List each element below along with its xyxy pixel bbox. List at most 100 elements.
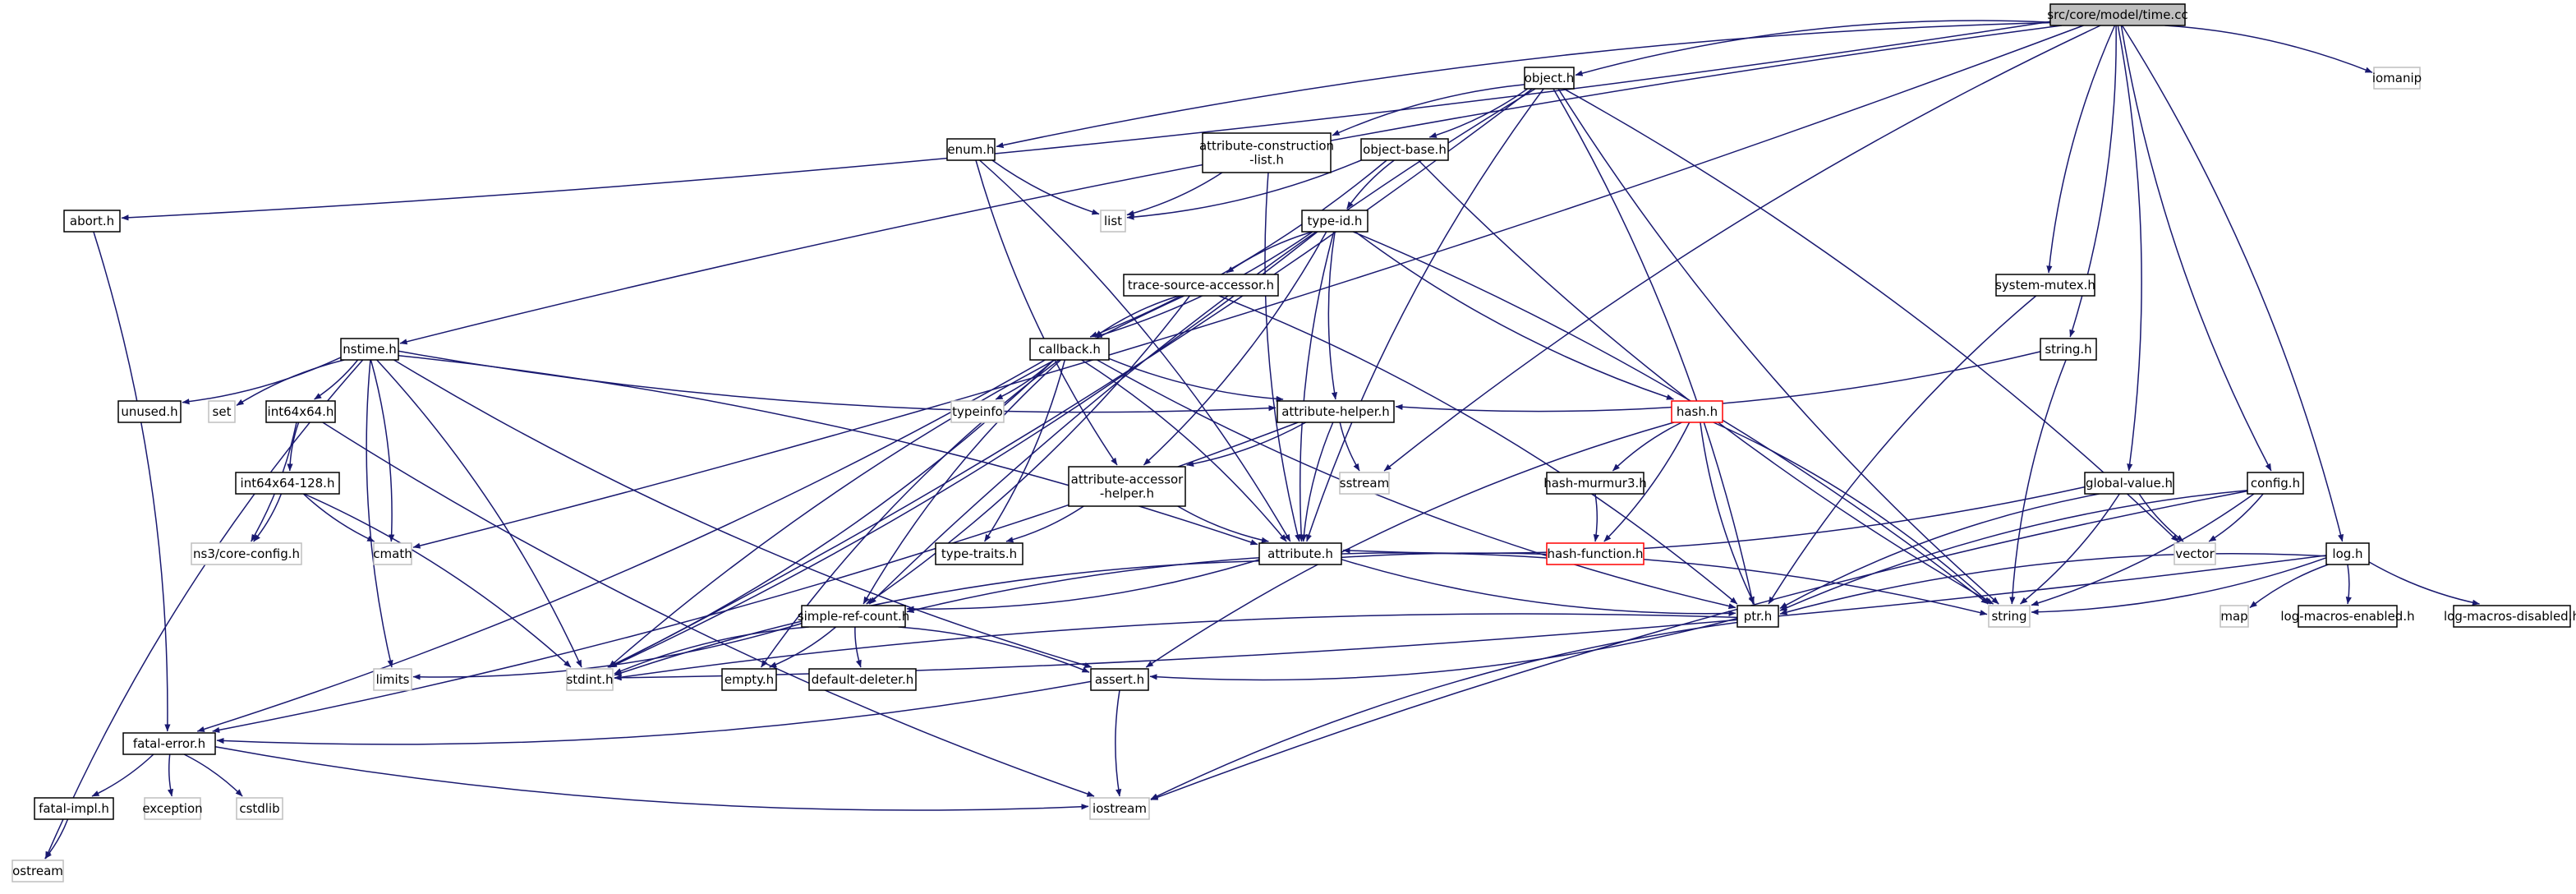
node-trace-src[interactable]: trace-source-accessor.h	[1123, 274, 1279, 297]
node-unused[interactable]: unused.h	[117, 400, 182, 423]
edge-callback-to-attribute_h	[1081, 359, 1287, 542]
node-object-base[interactable]: object-base.h	[1360, 138, 1449, 161]
node-typeinfo[interactable]: typeinfo	[950, 400, 1005, 423]
node-box	[1360, 138, 1449, 161]
edge-simple_ref-to-limits	[412, 622, 803, 680]
node-log-disabled[interactable]: log-macros-disabled.h	[2444, 605, 2576, 628]
edge-type_id-to-attr_accessor	[1143, 231, 1327, 466]
node-label: abort.h	[70, 214, 114, 228]
edge-fatal_impl-to-ostream	[44, 818, 69, 859]
node-int64x64[interactable]: int64x64.h	[265, 400, 336, 423]
node-box	[235, 472, 340, 495]
edge-config_h-to-vector	[2208, 493, 2264, 542]
node-assert-h[interactable]: assert.h	[1090, 668, 1149, 691]
edge-nstime-to-cmath	[370, 359, 395, 542]
node-limits[interactable]: limits	[373, 668, 412, 691]
node-cmath[interactable]: cmath	[373, 542, 412, 565]
node-set[interactable]: set	[208, 400, 236, 423]
node-box	[2373, 67, 2421, 90]
node-type-id[interactable]: type-id.h	[1301, 210, 1368, 233]
node-ns3-config[interactable]: ns3/core-config.h	[191, 542, 302, 565]
edge-hash_h-to-hash_function	[1603, 422, 1690, 542]
node-label: string.h	[2045, 342, 2091, 357]
edge-object_h-to-object_base	[1428, 88, 1529, 138]
node-attr-construction[interactable]: attribute-construction-list.h	[1199, 132, 1334, 173]
node-empty-h[interactable]: empty.h	[721, 668, 777, 691]
node-int128[interactable]: int64x64-128.h	[235, 472, 340, 495]
node-label: src/core/model/time.cc	[2047, 7, 2187, 22]
node-log-enabled[interactable]: log-macros-enabled.h	[2280, 605, 2415, 628]
node-type-traits[interactable]: type-traits.h	[935, 542, 1024, 565]
node-ptr-h[interactable]: ptr.h	[1736, 605, 1779, 628]
node-attr-accessor[interactable]: attribute-accessor-helper.h	[1068, 466, 1186, 507]
node-label: empty.h	[724, 672, 774, 687]
node-sstream[interactable]: sstream	[1339, 472, 1390, 495]
node-hash-murmur[interactable]: hash-murmur3.h	[1543, 472, 1647, 495]
edge-int128-to-stdint	[303, 493, 572, 668]
node-config-h[interactable]: config.h	[2247, 472, 2304, 495]
node-cstdlib[interactable]: cstdlib	[236, 797, 283, 820]
node-box	[117, 400, 182, 423]
node-box	[2220, 605, 2249, 628]
node-list[interactable]: list	[1100, 210, 1126, 233]
node-box	[265, 400, 336, 423]
node-box	[935, 542, 1024, 565]
edge-trace_src-to-simple_ref	[866, 295, 1190, 605]
node-fatal-error[interactable]: fatal-error.h	[122, 732, 216, 755]
node-attr-helper[interactable]: attribute-helper.h	[1276, 400, 1395, 423]
edge-hash_h-to-hash_murmur	[1612, 422, 1682, 472]
edge-time_cc-to-cmath	[412, 25, 2084, 549]
node-log-h[interactable]: log.h	[2325, 542, 2370, 565]
node-label: ptr.h	[1744, 609, 1772, 624]
node-hash-function[interactable]: hash-function.h	[1546, 542, 1644, 565]
edge-int128-to-cmath	[302, 493, 375, 542]
node-iostream[interactable]: iostream	[1089, 797, 1150, 820]
node-box	[122, 732, 216, 755]
node-enum-h[interactable]: enum.h	[946, 138, 996, 161]
node-box	[1988, 605, 2031, 628]
node-label: iostream	[1092, 801, 1147, 816]
node-box	[801, 605, 906, 628]
node-box	[1736, 605, 1779, 628]
node-label: limits	[376, 672, 410, 687]
node-stdint[interactable]: stdint.h	[566, 668, 614, 691]
node-abort-h[interactable]: abort.h	[63, 210, 121, 233]
node-ostream[interactable]: ostream	[12, 859, 64, 882]
node-nstime[interactable]: nstime.h	[340, 338, 399, 361]
edge-ptr_h-to-stdint	[614, 613, 1738, 680]
edge-system_mutex-to-ptr_h	[1768, 295, 2037, 605]
edge-nstime-to-attribute_h	[398, 354, 1258, 546]
node-box	[566, 668, 614, 691]
node-label: sstream	[1340, 476, 1389, 491]
node-label: simple-ref-count.h	[798, 609, 909, 624]
node-box	[144, 797, 201, 820]
edge-nstime-to-assert_h	[393, 359, 1092, 669]
node-default-deleter[interactable]: default-deleter.h	[808, 668, 917, 691]
node-map[interactable]: map	[2220, 605, 2249, 628]
edge-config_h-to-string_std	[2031, 493, 2255, 606]
node-global-value[interactable]: global-value.h	[2084, 472, 2174, 495]
node-string-std[interactable]: string	[1988, 605, 2031, 628]
node-box	[1029, 338, 1110, 361]
node-hash-h[interactable]: hash.h	[1671, 400, 1723, 423]
node-label: ns3/core-config.h	[193, 546, 300, 561]
node-box	[1995, 274, 2095, 297]
node-exception[interactable]: exception	[142, 797, 203, 820]
node-object-h[interactable]: object.h	[1524, 67, 1575, 90]
node-label: typeinfo	[952, 404, 1003, 419]
node-time-cc[interactable]: src/core/model/time.cc	[2047, 3, 2188, 26]
node-iomanip[interactable]: iomanip	[2372, 67, 2422, 90]
node-vector[interactable]: vector	[2174, 542, 2216, 565]
node-system-mutex[interactable]: system-mutex.h	[1995, 274, 2095, 297]
node-box	[34, 797, 114, 820]
node-simple-ref[interactable]: simple-ref-count.h	[798, 605, 909, 628]
node-box	[721, 668, 777, 691]
edge-config_h-to-iostream	[1150, 490, 2248, 801]
edge-ptr_h-to-iostream	[1150, 621, 1738, 800]
edge-nstime-to-unused	[182, 357, 342, 405]
node-fatal-impl[interactable]: fatal-impl.h	[34, 797, 114, 820]
node-callback[interactable]: callback.h	[1029, 338, 1110, 361]
node-attribute-h[interactable]: attribute.h	[1258, 542, 1342, 565]
node-string-h[interactable]: string.h	[2040, 338, 2097, 361]
node-label: nstime.h	[343, 342, 397, 357]
